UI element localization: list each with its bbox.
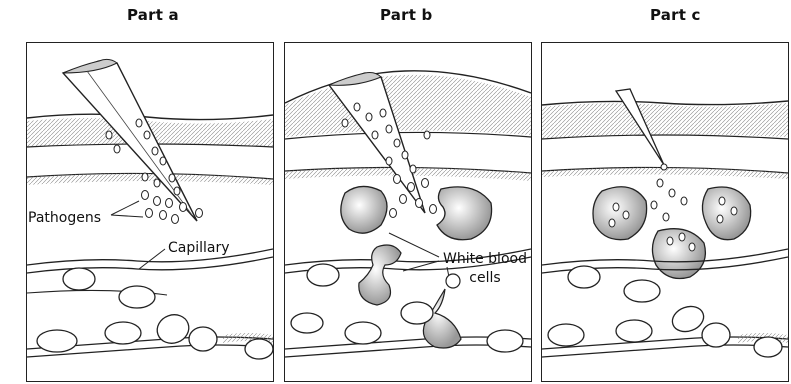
white-blood-cell bbox=[702, 187, 750, 240]
panel-c bbox=[541, 42, 789, 382]
capillary-label: Capillary bbox=[168, 240, 230, 256]
panel-a: Pathogens Capillary bbox=[26, 42, 274, 382]
part-c-title: Part c bbox=[650, 6, 701, 24]
white-blood-cells-label-line2: cells bbox=[469, 270, 500, 286]
panel-c-illustration bbox=[542, 43, 788, 381]
pathogens-label: Pathogens bbox=[28, 210, 101, 226]
panel-b: White blood cells bbox=[284, 42, 532, 382]
white-blood-cell bbox=[359, 245, 401, 305]
white-blood-cells-label: White blood cells bbox=[440, 250, 530, 288]
white-blood-cells-label-line1: White blood bbox=[443, 251, 527, 267]
part-b-title: Part b bbox=[380, 6, 432, 24]
white-blood-cell bbox=[437, 187, 492, 240]
white-blood-cell bbox=[341, 186, 387, 233]
part-a-title: Part a bbox=[127, 6, 179, 24]
panel-b-illustration bbox=[285, 43, 531, 381]
red-blood-cells bbox=[548, 266, 782, 357]
capillary-wall bbox=[27, 249, 273, 265]
white-blood-cell bbox=[593, 187, 647, 240]
